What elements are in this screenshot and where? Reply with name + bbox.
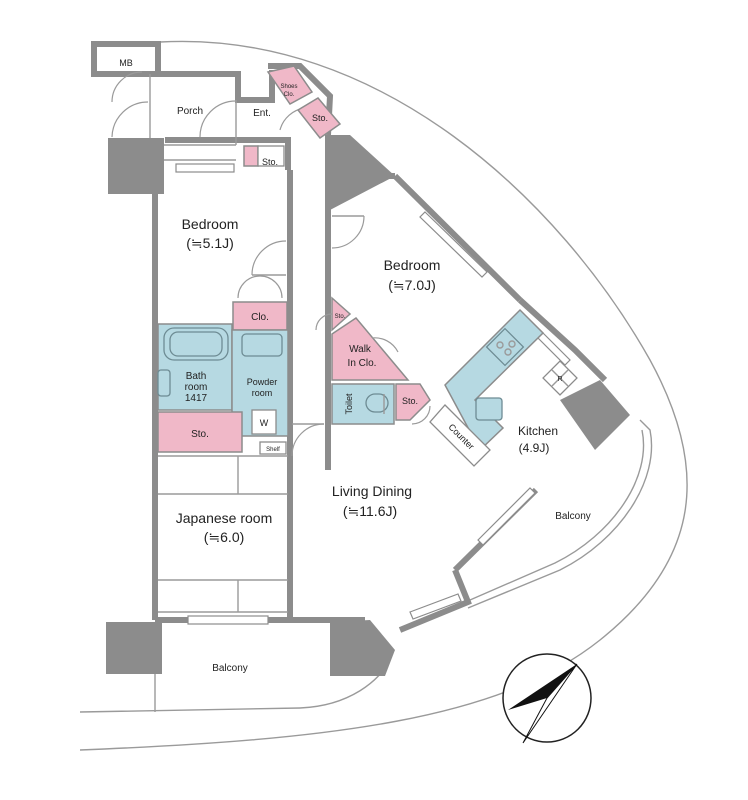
washbasin [241, 333, 283, 357]
stove [485, 327, 525, 367]
toilet-bowl [365, 393, 389, 413]
label-storage-small: Sto. [335, 314, 346, 320]
toilet: Toilet [331, 383, 395, 425]
washer-space [251, 409, 277, 435]
japanese-room: Japanese room (≒6.0) [158, 455, 288, 613]
label-bedroom1: Bedroom [182, 216, 239, 232]
label-storage-hall: Sto. [262, 157, 278, 167]
pillar-top-left [108, 138, 164, 194]
label-bedroom2: Bedroom [384, 257, 441, 273]
storage-hall: Sto. [243, 145, 285, 167]
label-closet: Clo. [251, 312, 269, 323]
label-bedroom2-size: (≒7.0J) [388, 277, 436, 293]
label-shelf: Shelf [266, 447, 280, 453]
label-powder-1: Powder [247, 377, 278, 387]
label-balcony-bottom: Balcony [212, 663, 248, 674]
label-entrance: Ent. [253, 108, 271, 119]
pillar-bottom-left [106, 622, 162, 674]
shelf: Shelf [259, 441, 287, 455]
label-bath-3: 1417 [185, 393, 208, 404]
label-porch: Porch [177, 106, 203, 117]
label-japanese-size: (≒6.0) [204, 529, 245, 545]
storage-small: Sto. [315, 296, 352, 332]
compass-north-arrow-icon [502, 653, 592, 744]
label-kitchen-size: (4.9J) [519, 441, 550, 455]
label-storage-toilet: Sto. [402, 396, 418, 406]
label-toilet: Toilet [344, 393, 354, 415]
label-balcony-right: Balcony [555, 511, 591, 522]
label-living: Living Dining [332, 483, 412, 499]
porch-lines [111, 71, 306, 161]
label-mb: MB [119, 58, 133, 68]
label-shoes-closet-2: Clo. [284, 92, 295, 98]
label-bath-2: room [185, 382, 208, 393]
pillar-top-mid [328, 135, 395, 210]
label-living-size: (≒11.6J) [343, 503, 397, 519]
shoes-closet: Shoes Clo. [266, 65, 314, 105]
label-storage-bath: Sto. [191, 429, 209, 440]
windows [175, 163, 571, 625]
pillar-right [560, 380, 630, 450]
label-bath-1: Bath [186, 371, 207, 382]
storage-bath: Sto. [157, 411, 243, 453]
closet: Clo. [232, 301, 288, 331]
kitchen: Counter R Kitchen (4.9J) [429, 308, 578, 467]
storage-entrance: Sto. [296, 97, 342, 140]
storage-toilet: Sto. [395, 383, 431, 425]
label-japanese: Japanese room [176, 510, 273, 526]
bedroom-2: Bedroom (≒7.0J) [331, 215, 441, 293]
living-dining: Living Dining (≒11.6J) [291, 423, 412, 519]
pillar-bottom-mid [330, 620, 395, 676]
label-kitchen: Kitchen [518, 424, 558, 438]
sink [475, 397, 503, 421]
label-bedroom1-size: (≒5.1J) [186, 235, 234, 251]
label-shoes-closet-1: Shoes [280, 84, 297, 90]
label-fridge: R [557, 376, 562, 383]
pillars [106, 135, 630, 676]
label-walk-in-2: In Clo. [348, 358, 377, 369]
label-powder-2: room [252, 388, 273, 398]
walk-in-closet: Walk In Clo. [331, 317, 410, 381]
label-washer: W [260, 418, 269, 428]
label-storage-entrance: Sto. [312, 113, 328, 123]
bedroom-1: Bedroom (≒5.1J) [182, 216, 287, 299]
label-walk-in-1: Walk [349, 344, 372, 355]
bath-room: Bath room 1417 [157, 323, 233, 411]
